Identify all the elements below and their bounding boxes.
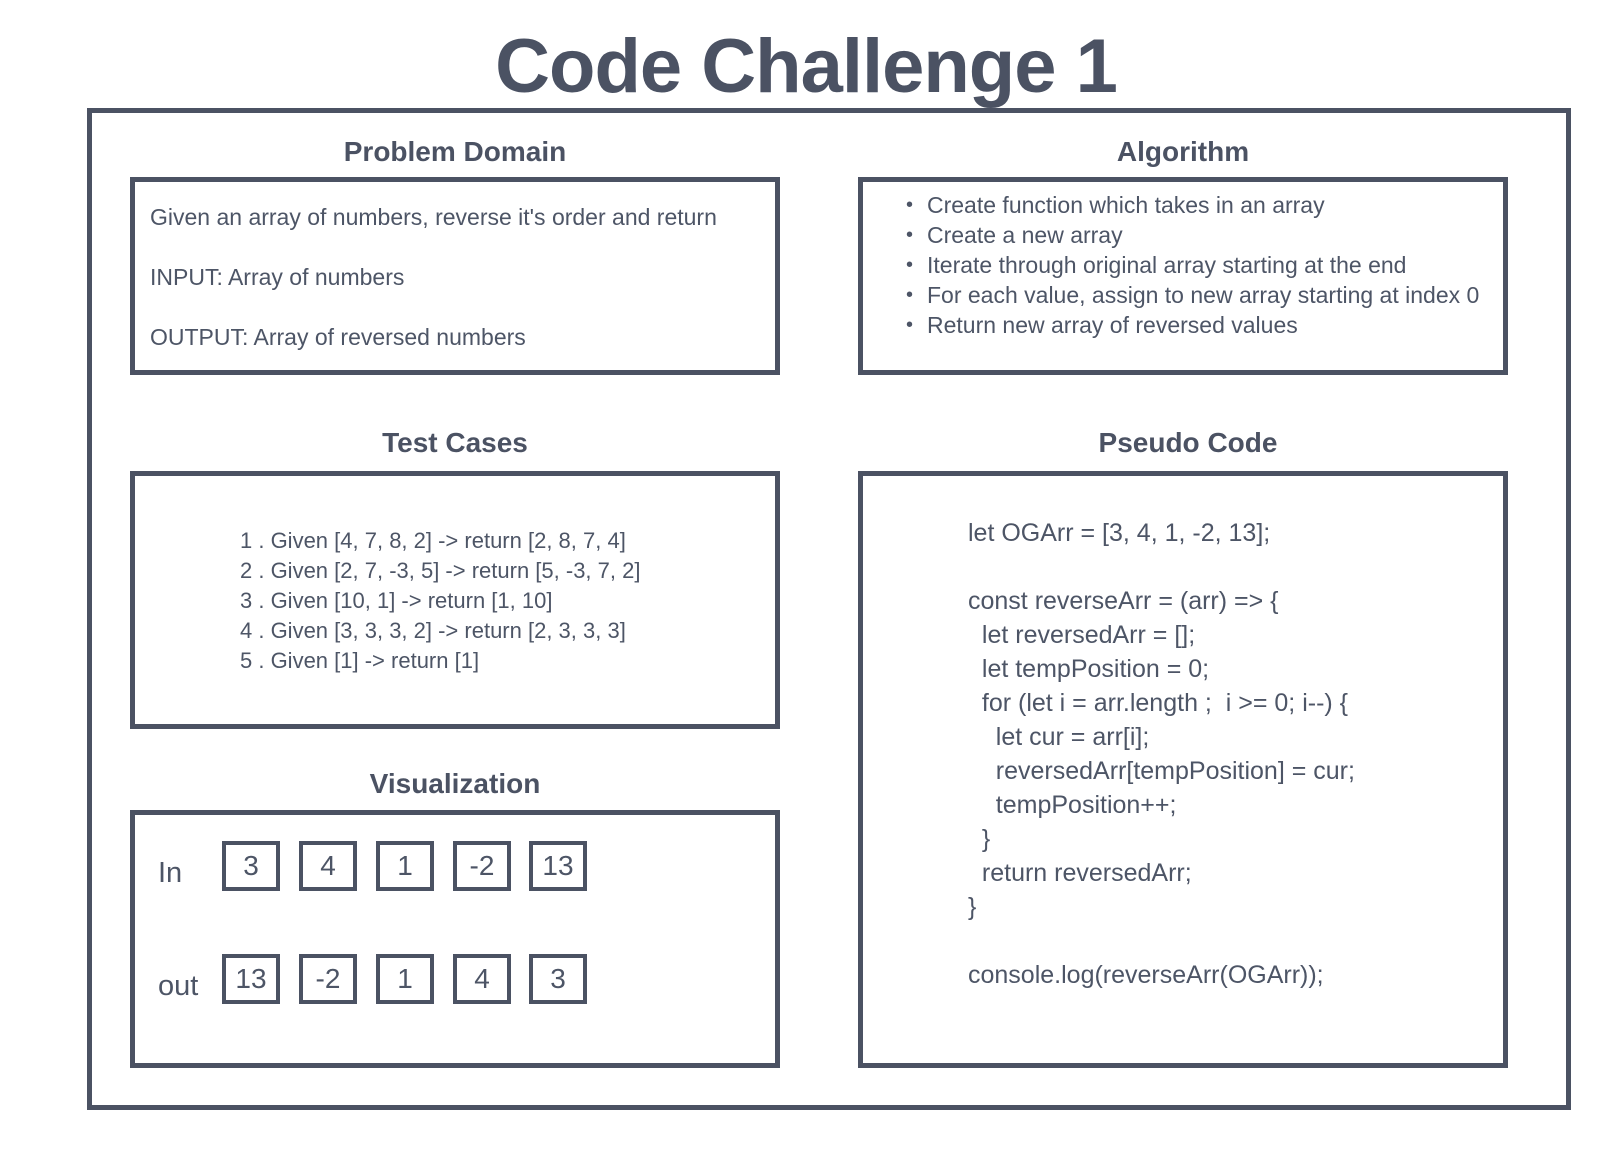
input-label: In <box>158 857 183 889</box>
bullet-icon: • <box>906 224 914 246</box>
code-line: let tempPosition = 0; <box>968 655 1210 683</box>
diagram-frame <box>87 108 1571 1110</box>
input-array-cell: 4 <box>299 841 357 891</box>
test-cases-list: 1 . Given [4, 7, 8, 2] -> return [2, 8, … <box>240 526 640 676</box>
bullet-icon: • <box>906 284 914 306</box>
pseudo-code-box <box>858 471 1508 1068</box>
input-array-cell: 1 <box>376 841 434 891</box>
test-case: 4 . Given [3, 3, 3, 2] -> return [2, 3, … <box>240 618 626 643</box>
input-array-cell: -2 <box>453 841 511 891</box>
code-line: let reversedArr = []; <box>968 621 1196 649</box>
test-case: 1 . Given [4, 7, 8, 2] -> return [2, 8, … <box>240 528 626 553</box>
problem-domain-box <box>130 177 780 375</box>
algorithm-list: • Create function which takes in an array… <box>900 190 1479 340</box>
bullet-icon: • <box>906 254 914 276</box>
output-description: OUTPUT: Array of reversed numbers <box>150 324 526 350</box>
problem-statement: Given an array of numbers, reverse it's … <box>150 204 717 230</box>
algorithm-heading: Algorithm <box>1116 136 1250 167</box>
algorithm-step: • Iterate through original array starting… <box>900 250 1479 280</box>
output-array-cell: 3 <box>529 954 587 1004</box>
algorithm-step: • Create a new array <box>900 220 1479 250</box>
visualization-heading: Visualization <box>369 768 541 799</box>
test-case: 3 . Given [10, 1] -> return [1, 10] <box>240 588 553 613</box>
input-description: INPUT: Array of numbers <box>150 264 405 290</box>
output-array-cell: 4 <box>453 954 511 1004</box>
algorithm-step: • Return new array of reversed values <box>900 310 1479 340</box>
test-cases-box <box>130 471 780 729</box>
pseudo-code-heading: Pseudo Code <box>1098 427 1278 458</box>
test-cases-heading: Test Cases <box>382 427 528 458</box>
algorithm-step-text: Return new array of reversed values <box>927 312 1298 338</box>
algorithm-step-text: For each value, assign to new array star… <box>927 282 1480 308</box>
visualization-box <box>130 810 780 1068</box>
output-array-cell: -2 <box>299 954 357 1004</box>
problem-domain-heading: Problem Domain <box>343 136 567 167</box>
code-line: return reversedArr; <box>968 859 1192 887</box>
test-case: 5 . Given [1] -> return [1] <box>240 648 480 673</box>
algorithm-step-text: Create a new array <box>927 222 1123 248</box>
input-array-cell: 3 <box>222 841 280 891</box>
code-line: for (let i = arr.length ; i >= 0; i--) { <box>968 689 1349 717</box>
output-label: out <box>158 970 199 1002</box>
page-title: Code Challenge 1 <box>495 24 1118 109</box>
code-line: reversedArr[tempPosition] = cur; <box>968 757 1355 785</box>
code-line: let cur = arr[i]; <box>968 723 1150 751</box>
algorithm-step-text: Iterate through original array starting … <box>927 252 1407 278</box>
output-array-cell: 1 <box>376 954 434 1004</box>
algorithm-step: • For each value, assign to new array sta… <box>900 280 1479 310</box>
algorithm-step: • Create function which takes in an array <box>900 190 1479 220</box>
code-line: const reverseArr = (arr) => { <box>968 587 1279 615</box>
test-case: 2 . Given [2, 7, -3, 5] -> return [5, -3… <box>240 558 641 583</box>
code-line: } <box>968 825 991 853</box>
bullet-icon: • <box>906 314 914 336</box>
code-line: } <box>968 893 977 921</box>
input-array-cell: 13 <box>529 841 587 891</box>
code-line: tempPosition++; <box>968 791 1177 819</box>
output-array-cell: 13 <box>222 954 280 1004</box>
algorithm-box <box>858 177 1508 375</box>
code-line: console.log(reverseArr(OGArr)); <box>968 961 1324 989</box>
code-line: let OGArr = [3, 4, 1, -2, 13]; <box>968 519 1271 547</box>
algorithm-step-text: Create function which takes in an array <box>927 192 1325 218</box>
bullet-icon: • <box>906 194 914 216</box>
